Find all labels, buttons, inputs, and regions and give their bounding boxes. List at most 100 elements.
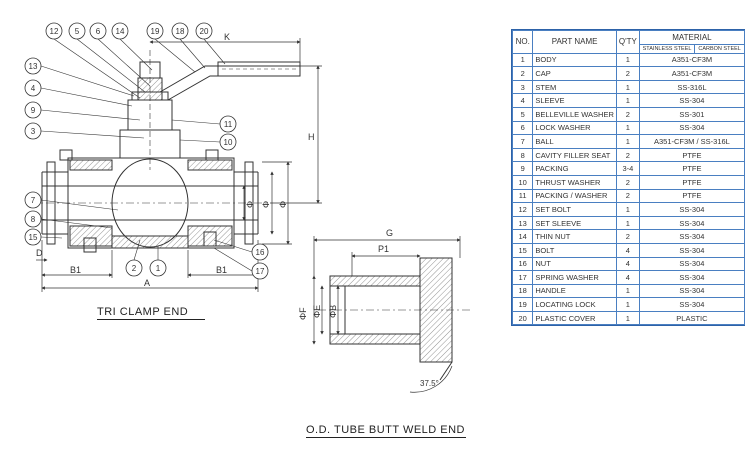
dim-phiE: ΦE (312, 305, 322, 318)
dim-phiB: ΦB (328, 305, 338, 318)
cell-no: 16 (511, 256, 534, 272)
balloon-circle (68, 22, 86, 40)
cell-qty: 1 (615, 310, 640, 326)
header-carbon: CARBON STEEL (694, 43, 745, 54)
dim-B1-right: B1 (216, 265, 227, 275)
balloon-label: 19 (151, 27, 160, 36)
balloon-label: 16 (256, 248, 265, 257)
cell-no: 1 (511, 52, 534, 68)
butt-weld-dimensions (312, 236, 461, 393)
dimension-lines (36, 38, 322, 292)
balloon-circle (125, 259, 143, 277)
balloon-circle (24, 210, 42, 228)
cell-qty: 1 (615, 202, 640, 217)
cell-part: NUT (532, 256, 617, 272)
cell-material: SS-304 (638, 242, 745, 258)
cell-material: SS-304 (638, 229, 745, 244)
cell-no: 10 (511, 174, 534, 190)
cell-qty: 1 (615, 134, 640, 149)
parts-table: NO. PART NAME Q'TY MATERIAL STAINLESS ST… (511, 28, 745, 327)
cell-no: 15 (511, 242, 534, 258)
balloon-label: 6 (96, 27, 101, 36)
cell-qty: 3-4 (615, 161, 640, 176)
balloon-label: 14 (116, 27, 125, 36)
balloon-circle (24, 122, 42, 140)
cell-part: CAVITY FILLER SEAT (532, 147, 617, 163)
balloon-label: 7 (31, 196, 36, 205)
balloon-label: 13 (29, 62, 38, 71)
cell-material: A351-CF3M (638, 66, 745, 81)
cell-part: LOCATING LOCK (532, 297, 617, 312)
cell-no: 7 (511, 134, 534, 149)
cell-no: 13 (511, 215, 534, 231)
cell-qty: 1 (615, 79, 640, 95)
balloon-label: 2 (132, 264, 137, 273)
cell-part: THIN NUT (532, 229, 617, 244)
balloon-circle (24, 191, 42, 209)
cell-material: A351-CF3M (638, 52, 745, 68)
cell-part: CAP (532, 66, 617, 81)
cell-no: 11 (511, 188, 534, 204)
cell-material: SS-304 (638, 120, 745, 136)
balloon-label: 18 (176, 27, 185, 36)
cell-no: 18 (511, 283, 534, 299)
caption-tri-clamp: TRI CLAMP END (97, 306, 205, 320)
balloon-circle (24, 228, 42, 246)
cell-material: PTFE (638, 147, 745, 163)
dim-angle: 37.5° (420, 379, 439, 388)
cell-part: BELLEVILLE WASHER (532, 106, 617, 122)
cell-material: PTFE (638, 174, 745, 190)
cell-material: SS-301 (638, 106, 745, 122)
cell-part: PLASTIC COVER (532, 310, 617, 326)
balloon-circle (24, 57, 42, 75)
cell-qty: 2 (615, 66, 640, 81)
dim-H: H (308, 132, 315, 142)
cell-no: 14 (511, 229, 534, 244)
balloon-circle (146, 22, 164, 40)
cell-material: PTFE (638, 161, 745, 176)
balloon-label: 17 (256, 267, 265, 276)
cell-material: PLASTIC (638, 310, 745, 326)
cell-qty: 1 (615, 297, 640, 312)
cell-no: 3 (511, 79, 534, 95)
balloon-label: 20 (200, 27, 209, 36)
cell-no: 6 (511, 120, 534, 136)
balloon-circle (149, 259, 167, 277)
caption-butt-weld: O.D. TUBE BUTT WELD END (306, 424, 466, 438)
cell-no: 8 (511, 147, 534, 163)
cell-no: 19 (511, 297, 534, 312)
dim-phi-3: Φ (278, 201, 288, 208)
dim-B1-left: B1 (70, 265, 81, 275)
cell-qty: 4 (615, 256, 640, 272)
cell-qty: 4 (615, 270, 640, 285)
cell-part: LOCK WASHER (532, 120, 617, 136)
balloon-circle (219, 115, 237, 133)
cell-qty: 1 (615, 215, 640, 231)
cell-part: STEM (532, 79, 617, 95)
header-material: MATERIAL (638, 30, 745, 45)
balloon-circle (45, 22, 63, 40)
balloon-circle (195, 22, 213, 40)
cell-material: SS-304 (638, 215, 745, 231)
cell-no: 5 (511, 106, 534, 122)
cell-part: BOLT (532, 242, 617, 258)
balloon-circle (24, 79, 42, 97)
cell-part: BALL (532, 134, 617, 149)
cell-part: SET SLEEVE (532, 215, 617, 231)
cell-material: SS-304 (638, 297, 745, 312)
cell-material: SS-304 (638, 270, 745, 285)
balloon-label: 11 (224, 120, 233, 129)
header-part: PART NAME (532, 30, 617, 54)
cell-part: HANDLE (532, 283, 617, 299)
balloon-circle (251, 243, 269, 261)
